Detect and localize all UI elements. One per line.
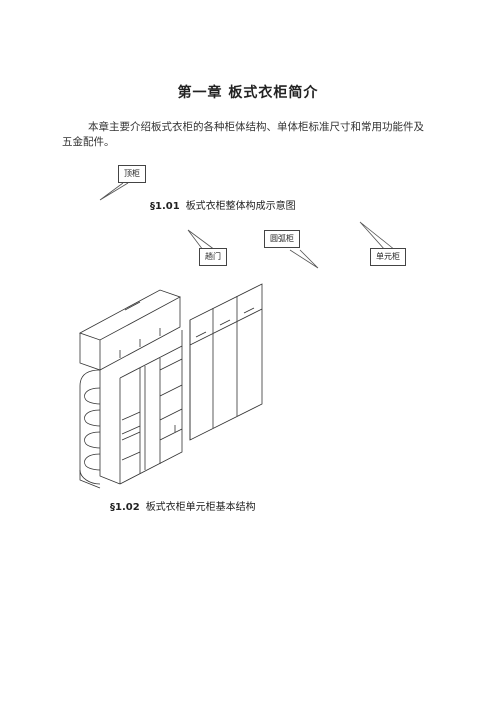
callout-pointer-top-cabinet <box>99 182 129 201</box>
callout-swing-door: 趟门 <box>199 248 227 266</box>
callout-pointer-swing-door <box>187 229 216 251</box>
callout-pointer-arc-cabinet <box>289 249 319 269</box>
figure-2-text: 板式衣柜单元柜基本结构 <box>145 502 256 513</box>
callout-arc-cabinet: 圆弧柜 <box>264 230 300 248</box>
callout-pointer-unit-cabinet <box>359 221 396 251</box>
figure-2-caption: §1.02 板式衣柜单元柜基本结构 <box>110 498 256 513</box>
intro-paragraph: 本章主要介绍板式衣柜的各种柜体结构、单体柜标准尺寸和常用功能件及五金配件。 <box>62 121 424 148</box>
figure-1-caption: §1.01 板式衣柜整体构成示意图 <box>150 197 296 212</box>
callout-unit-cabinet: 单元柜 <box>370 248 406 266</box>
figure-1-number: §1.01 <box>150 201 180 212</box>
callout-top-cabinet: 顶柜 <box>118 165 146 183</box>
figure-2-number: §1.02 <box>110 502 140 513</box>
wardrobe-drawing <box>79 283 263 489</box>
page-title: 第一章 板式衣柜简介 <box>177 85 319 101</box>
figure-1-text: 板式衣柜整体构成示意图 <box>185 201 296 212</box>
